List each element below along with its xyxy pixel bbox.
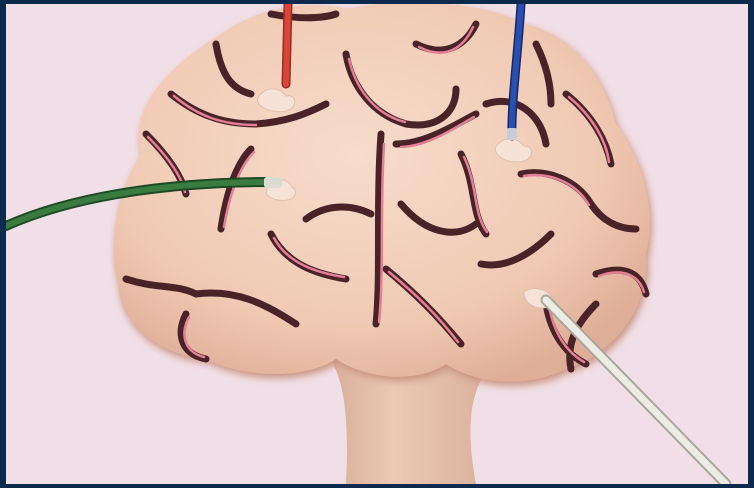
brain-illustration bbox=[6, 4, 748, 484]
red-electrode bbox=[286, 4, 288, 84]
illustration-stage bbox=[6, 4, 748, 484]
